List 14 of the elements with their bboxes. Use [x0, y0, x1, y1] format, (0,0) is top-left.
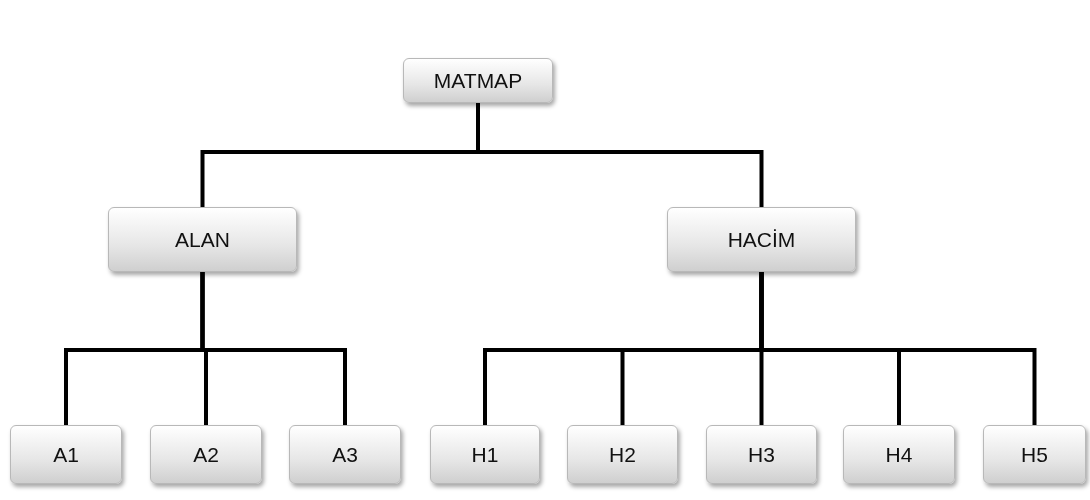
hierarchy-box: H1 [430, 425, 540, 484]
hierarchy-box: H4 [843, 425, 955, 484]
hierarchy-box: A3 [289, 425, 401, 484]
hierarchy-box: HACİM [667, 207, 856, 272]
connector-line [759, 272, 1037, 425]
hierarchy-box: ALAN [108, 207, 297, 272]
hierarchy-box: A2 [150, 425, 262, 484]
hierarchy-box: H2 [567, 425, 678, 484]
hierarchy-box: MATMAP [403, 58, 553, 103]
hierarchy-box: H3 [706, 425, 817, 484]
connector-line [200, 272, 347, 425]
hierarchy-box: H5 [983, 425, 1086, 484]
connector-line [476, 103, 764, 207]
hierarchy-box: A1 [10, 425, 122, 484]
